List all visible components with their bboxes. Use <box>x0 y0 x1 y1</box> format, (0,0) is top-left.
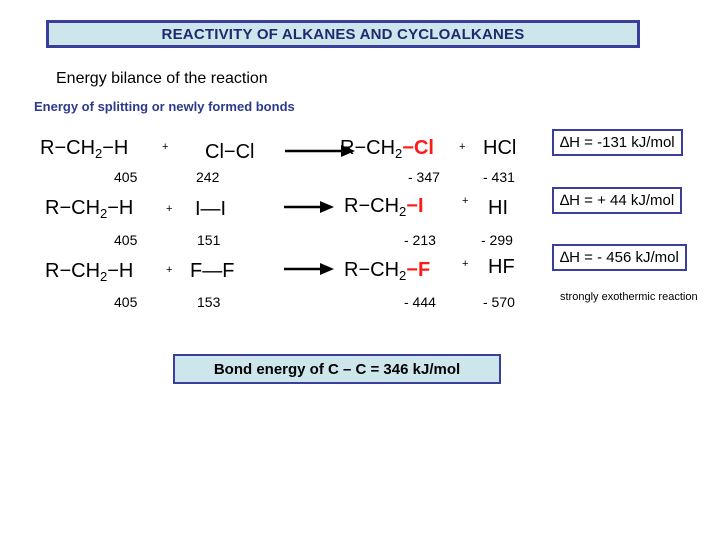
reaction-3-energy-4: - 570 <box>483 294 515 310</box>
reaction-1-energy-2: 242 <box>196 169 220 185</box>
reaction-2-product-haloalkane: R−CH2−I <box>344 195 424 219</box>
reaction-3-energy-3: - 444 <box>404 294 436 310</box>
slide-title: REACTIVITY OF ALKANES AND CYCLOALKANES <box>46 20 640 48</box>
reaction-3-delta-h: ∆H = - 456 kJ/mol <box>552 244 687 271</box>
reaction-2-plus-1: + <box>166 203 173 215</box>
reaction-2-energy-2: 151 <box>197 232 221 248</box>
reaction-2-arrow <box>284 201 334 213</box>
reaction-3-arrow <box>284 263 334 275</box>
reaction-3-reactant-alkane: R−CH2−H <box>45 260 134 284</box>
reaction-3-energy-2: 153 <box>197 294 221 310</box>
reaction-1-reactant-halogen: Cl−Cl <box>205 141 255 163</box>
bond-energy-box: Bond energy of C – C = 346 kJ/mol <box>173 354 501 384</box>
reaction-1-energy-3: - 347 <box>408 169 440 185</box>
reaction-2-product-acid: HI <box>488 197 508 219</box>
exothermic-note: strongly exothermic reaction <box>560 291 698 303</box>
reaction-1-product-haloalkane: R−CH2−Cl <box>340 137 434 161</box>
reaction-3-plus-1: + <box>166 264 173 276</box>
reaction-2-plus-2: + <box>462 195 469 207</box>
reaction-1-arrow <box>285 145 355 157</box>
reaction-1-plus-1: + <box>162 141 169 153</box>
reaction-1-delta-h: ∆H = -131 kJ/mol <box>552 129 683 156</box>
reaction-1-reactant-alkane: R−CH2−H <box>40 137 129 161</box>
reaction-1-plus-2: + <box>459 141 466 153</box>
caption: Energy of splitting or newly formed bond… <box>34 99 295 114</box>
reaction-3-energy-1: 405 <box>114 294 138 310</box>
reaction-2-delta-h: ∆H = + 44 kJ/mol <box>552 187 683 214</box>
subtitle: Energy bilance of the reaction <box>56 70 268 87</box>
reaction-1-energy-1: 405 <box>114 169 138 185</box>
reaction-2-energy-3: - 213 <box>404 232 436 248</box>
reaction-2-reactant-alkane: R−CH2−H <box>45 197 134 221</box>
reaction-2-energy-1: 405 <box>114 232 138 248</box>
reaction-1-product-acid: HCl <box>483 137 517 159</box>
reaction-3-reactant-halogen: F—F <box>190 260 235 282</box>
reaction-2-reactant-halogen: I—I <box>195 198 227 220</box>
reaction-3-product-acid: HF <box>488 256 515 278</box>
reaction-3-product-haloalkane: R−CH2−F <box>344 259 431 283</box>
reaction-1-energy-4: - 431 <box>483 169 515 185</box>
reaction-2-energy-4: - 299 <box>481 232 513 248</box>
reaction-3-plus-2: + <box>462 258 469 270</box>
